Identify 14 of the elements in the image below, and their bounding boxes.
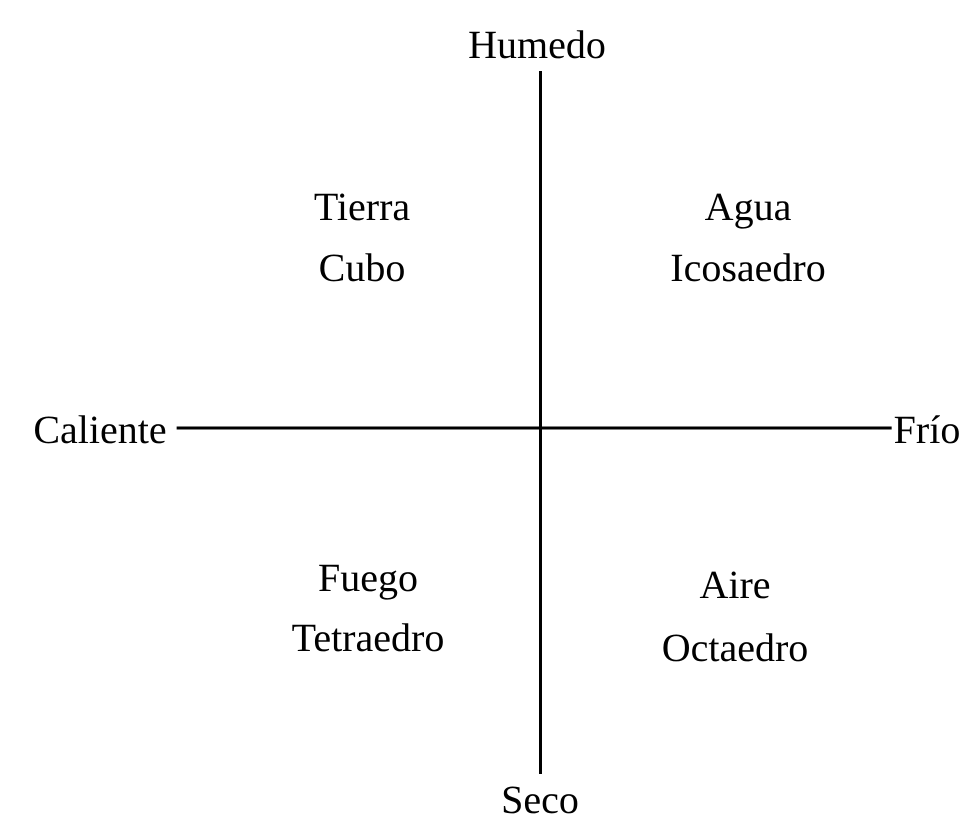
element-label: Icosaedro xyxy=(670,248,826,288)
element-label: Tierra xyxy=(314,187,410,227)
element-label: Tetraedro xyxy=(292,618,444,658)
element-label: Cubo xyxy=(318,248,406,288)
axis-label: Humedo xyxy=(468,25,606,65)
axis-line xyxy=(176,426,892,430)
element-label: Agua xyxy=(704,187,792,227)
element-label: Octaedro xyxy=(662,628,808,668)
element-label: Fuego xyxy=(318,558,418,598)
axis-line xyxy=(539,71,542,774)
axis-label: Caliente xyxy=(33,410,167,450)
axis-label: Seco xyxy=(501,780,579,819)
element-label: Aire xyxy=(699,565,771,605)
axis-label: Frío xyxy=(894,410,960,450)
